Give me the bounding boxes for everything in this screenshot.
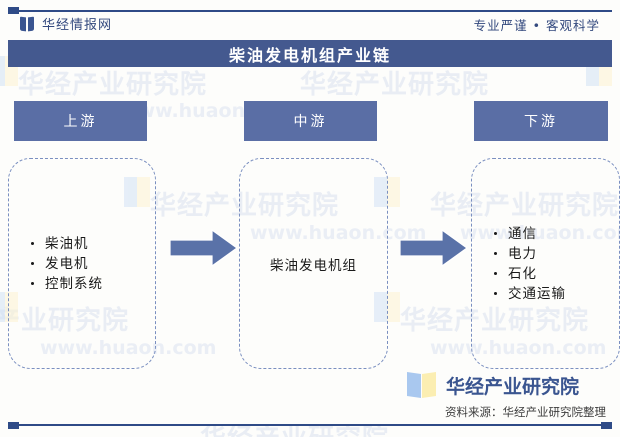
watermark-text: 华经产业研究院 <box>200 418 389 437</box>
list-item: 交通运输 <box>494 284 566 304</box>
stage-header-label: 中游 <box>293 114 328 130</box>
watermark-text: 华经产业研究院 <box>18 70 208 100</box>
corner-logo-text: 华经产业研究院 <box>446 375 580 398</box>
corner-logo: 华经产业研究院 <box>406 371 579 399</box>
upstream-item-list: 柴油机 发电机 控制系统 <box>9 234 103 294</box>
stage-header-label: 下游 <box>524 114 558 130</box>
midstream-item: 柴油发电机组 <box>270 257 357 274</box>
list-item: 通信 <box>494 224 566 244</box>
list-item: 控制系统 <box>31 274 103 294</box>
list-item: 柴油机 <box>31 234 103 254</box>
brand-name: 华经情报网 <box>42 18 113 33</box>
stage-header-midstream: 中游 <box>244 101 377 141</box>
right-arrow-icon <box>400 228 468 268</box>
open-book-icon <box>20 16 35 31</box>
top-divider-rule <box>8 10 612 12</box>
stage-header-upstream: 上游 <box>14 101 147 141</box>
stage-box-upstream: 柴油机 发电机 控制系统 <box>8 158 156 369</box>
bottom-right-rule-cap <box>601 422 612 429</box>
watermark-text: 华经产业研究院 <box>300 70 490 100</box>
page-title: 柴油发电机组产业链 <box>228 45 391 65</box>
stage-header-label: 上游 <box>63 114 98 130</box>
bottom-left-rule-cap <box>8 422 19 429</box>
right-arrow-icon <box>170 228 238 268</box>
slogan: 专业严谨 • 客观科学 <box>473 18 600 33</box>
downstream-item-list: 通信 电力 石化 交通运输 <box>472 224 566 304</box>
top-left-rule-cap <box>8 7 19 14</box>
list-item: 电力 <box>494 244 566 264</box>
brand-row: 华经情报网 专业严谨 • 客观科学 <box>0 14 620 38</box>
title-bar: 柴油发电机组产业链 <box>8 40 612 67</box>
stage-box-midstream: 柴油发电机组 <box>239 158 388 369</box>
open-book-icon <box>406 371 438 399</box>
list-item: 发电机 <box>31 254 103 274</box>
source-note: 资料来源：华经产业研究院整理 <box>445 405 606 419</box>
stage-box-downstream: 通信 电力 石化 交通运输 <box>471 158 620 369</box>
bottom-divider-rule <box>8 424 612 426</box>
list-item: 石化 <box>494 264 566 284</box>
stage-header-downstream: 下游 <box>474 101 608 141</box>
brand: 华经情报网 <box>20 14 112 33</box>
